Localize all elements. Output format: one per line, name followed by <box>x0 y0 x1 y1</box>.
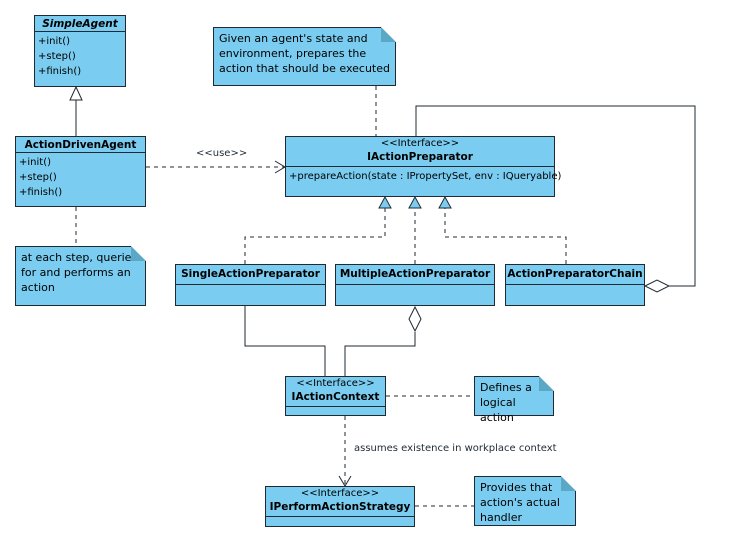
stereotype: <<Interface>> <box>296 378 375 389</box>
note-fold <box>561 476 576 491</box>
note-line: action that should be executed <box>219 62 390 75</box>
operation: +step() <box>38 51 76 62</box>
note-line: at each step, queries <box>21 251 138 264</box>
interface-name: IPerformActionStrategy <box>269 501 411 513</box>
aggregation-line-multiple <box>344 332 416 376</box>
note-line: environment, prepares the <box>219 47 367 60</box>
note-line: for and performs an <box>21 266 131 279</box>
class-name: SingleActionPreparator <box>176 265 325 285</box>
aggregation-diamond-chain <box>643 279 671 293</box>
note-line: action's actual <box>480 496 560 509</box>
operations: +prepareAction(state : IPropertySet, env… <box>286 167 562 186</box>
realization-line-single <box>244 208 386 264</box>
class-name: ActionDrivenAgent <box>16 137 145 153</box>
note-preparator: Given an agent's state and environment, … <box>213 27 396 86</box>
assumes-label: assumes existence in workplace context <box>354 443 557 454</box>
interface-name: IActionContext <box>291 391 380 403</box>
interface-header: <<Interface>> IActionPreparator <box>286 137 554 167</box>
class-name: MultipleActionPreparator <box>336 265 494 285</box>
class-simple-agent[interactable]: SimpleAgent +init() +step() +finish() <box>34 15 126 87</box>
class-single-action-preparator[interactable]: SingleActionPreparator <box>175 264 326 306</box>
realization-arrowhead-chain <box>438 195 452 209</box>
interface-name: IActionPreparator <box>367 151 473 163</box>
note-agent: at each step, queries for and performs a… <box>15 246 146 306</box>
note-context: Defines a logical action <box>474 376 554 424</box>
note-strategy: Provides that action's actual handler <box>474 476 576 526</box>
interface-header: <<Interface>> IActionContext <box>286 377 385 407</box>
operation: +step() <box>19 172 57 183</box>
note-line: Provides that <box>480 481 553 494</box>
operations: +init() +step() +finish() <box>16 153 145 202</box>
stereotype: <<Interface>> <box>380 138 460 149</box>
realization-arrowhead-multiple <box>408 195 422 209</box>
association-line-single-context <box>244 306 326 376</box>
aggregation-line-chain <box>415 105 696 287</box>
interface-iaction-preparator[interactable]: <<Interface>> IActionPreparator +prepare… <box>285 136 562 197</box>
operation: +finish() <box>19 187 63 198</box>
operation: +init() <box>38 36 70 47</box>
operation: +prepareAction(state : IPropertySet, env… <box>289 171 562 182</box>
aggregation-diamond-multiple <box>408 305 422 333</box>
operations: +init() +step() +finish() <box>35 32 125 81</box>
stereotype: <<Interface>> <box>300 488 380 499</box>
note-fold <box>539 376 554 391</box>
note-line: Defines a <box>480 381 532 394</box>
generalization-arrowhead-agent <box>69 85 83 101</box>
note-fold <box>131 246 146 261</box>
note-line: Given an agent's state and <box>219 32 368 45</box>
class-action-driven-agent[interactable]: ActionDrivenAgent +init() +step() +finis… <box>15 136 146 207</box>
note-line: handler <box>480 511 523 524</box>
class-action-preparator-chain[interactable]: ActionPreparatorChain <box>505 264 645 306</box>
class-name: SimpleAgent <box>35 16 125 32</box>
class-multiple-action-preparator[interactable]: MultipleActionPreparator <box>335 264 495 306</box>
realization-line-chain <box>444 208 567 264</box>
note-fold <box>381 27 396 42</box>
operation: +finish() <box>38 66 82 77</box>
operation: +init() <box>19 157 51 168</box>
interface-header: <<Interface>> IPerformActionStrategy <box>266 487 414 517</box>
note-line: action <box>21 281 55 294</box>
interface-iaction-context[interactable]: <<Interface>> IActionContext <box>285 376 386 416</box>
use-label: <<use>> <box>196 148 248 159</box>
realization-arrowhead-single <box>378 195 392 209</box>
interface-iperform-action-strategy[interactable]: <<Interface>> IPerformActionStrategy <box>265 486 415 527</box>
class-name: ActionPreparatorChain <box>506 265 644 285</box>
note-line: logical action <box>480 396 516 424</box>
